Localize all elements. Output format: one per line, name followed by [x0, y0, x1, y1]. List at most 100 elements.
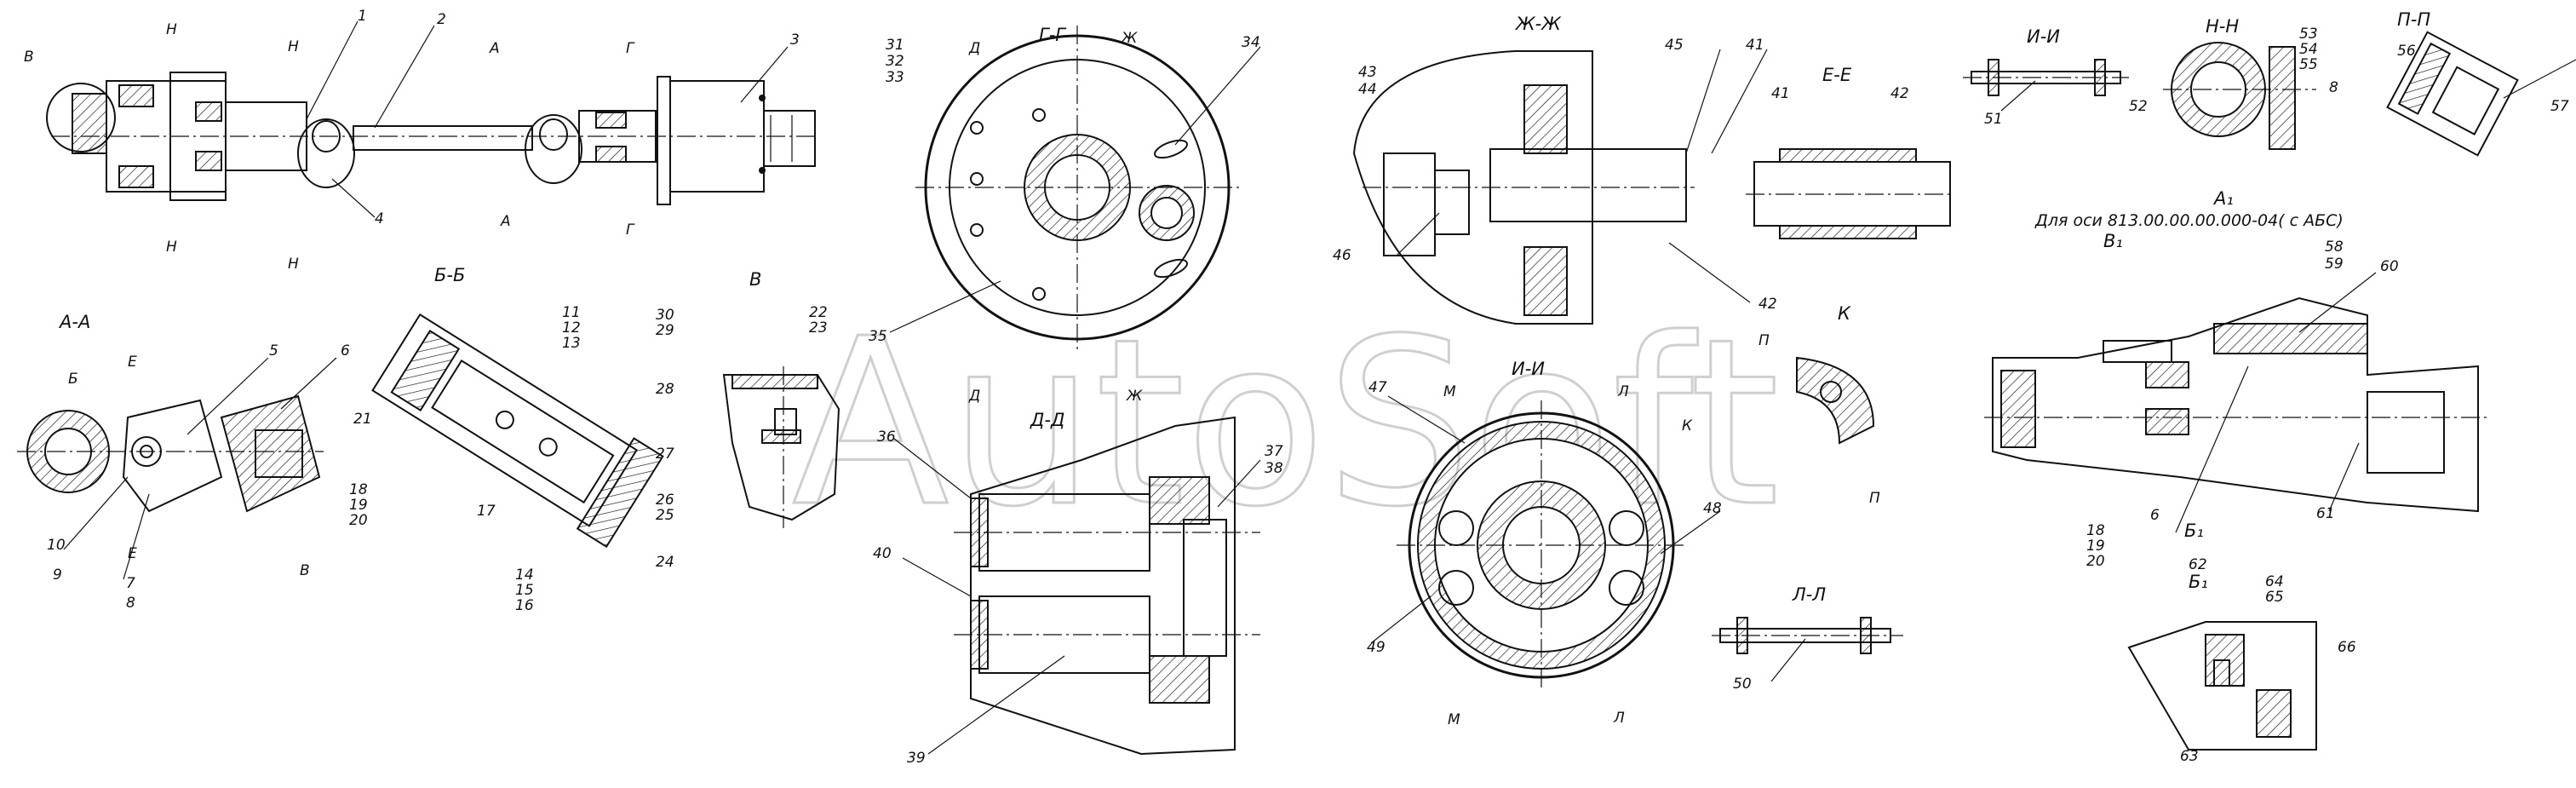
- part-number: 22: [809, 304, 828, 321]
- cut-letter: Ж: [1126, 388, 1143, 405]
- cut-letter: А: [489, 40, 500, 57]
- part-numbers: 1 2 3 4 5 6 7 8 9 10 11 12 13 14 15 16 1…: [47, 8, 2569, 767]
- part-number: 60: [2380, 258, 2399, 275]
- part-number: 15: [515, 582, 534, 599]
- section-b-b: [371, 313, 664, 549]
- part-number: 54: [2299, 41, 2318, 58]
- section-e-e: [1746, 148, 1951, 239]
- cut-letter: Н: [288, 256, 299, 273]
- part-number: 55: [2299, 56, 2318, 73]
- part-number: 65: [2265, 589, 2284, 606]
- cut-letter: Е: [128, 354, 137, 371]
- part-number: 51: [1984, 111, 2003, 128]
- cut-letter: В: [24, 49, 34, 66]
- part-number: 6: [341, 342, 350, 359]
- section-title: И-И: [1512, 359, 1545, 379]
- part-number: 25: [656, 507, 674, 524]
- part-number: 26: [656, 492, 674, 509]
- part-number: 59: [2325, 256, 2344, 273]
- section-title: И-И: [2027, 26, 2060, 47]
- part-number: 11: [562, 304, 581, 321]
- part-number: 40: [873, 545, 892, 562]
- part-number: 30: [656, 307, 674, 324]
- cut-letter: М: [1443, 383, 1456, 400]
- part-number: 8: [2329, 79, 2338, 96]
- part-number: 50: [1733, 676, 1752, 693]
- detail-v: [722, 366, 840, 528]
- part-number: 31: [886, 37, 904, 54]
- cut-letter: Б: [68, 371, 78, 388]
- part-number: 34: [1242, 34, 1260, 51]
- cut-letter: Н: [288, 38, 299, 55]
- part-number: 42: [1890, 85, 1909, 102]
- section-title: К: [1838, 303, 1851, 324]
- cut-letter: Г: [626, 221, 635, 239]
- part-number: 19: [2086, 538, 2105, 555]
- part-number: 41: [1746, 37, 1764, 54]
- section-title: Б₁: [2189, 572, 2208, 592]
- cut-letter: В: [300, 562, 310, 579]
- part-number: 16: [515, 597, 534, 614]
- part-number: 56: [2397, 43, 2416, 60]
- section-title: Б-Б: [434, 265, 465, 285]
- cut-letter: А: [500, 213, 511, 230]
- cut-letter: Г: [626, 40, 635, 57]
- part-number: 3: [790, 32, 800, 49]
- section-l-l: [1712, 617, 1903, 654]
- part-number: 24: [656, 554, 674, 571]
- part-number: 18: [2086, 522, 2105, 539]
- section-title: Г-Г: [1039, 25, 1067, 45]
- part-number: 23: [809, 319, 828, 336]
- detail-k: [1796, 356, 1875, 445]
- part-number: 38: [1265, 460, 1283, 477]
- part-number: 7: [126, 575, 135, 592]
- axis-note: Для оси 813.00.00.00.000-04( с АБС): [2034, 211, 2344, 230]
- part-number: 28: [656, 381, 674, 398]
- part-number: 53: [2299, 26, 2318, 43]
- part-number: 20: [349, 512, 368, 529]
- view-b1: [2127, 621, 2317, 751]
- part-number: 9: [53, 567, 62, 584]
- section-title: В: [749, 269, 761, 290]
- section-g-g: [915, 26, 1239, 349]
- part-number: 6: [2150, 507, 2160, 524]
- cut-letter: Н: [166, 21, 177, 38]
- part-number: 57: [2550, 98, 2569, 115]
- part-number: 2: [437, 11, 446, 28]
- part-number: 62: [2189, 556, 2207, 573]
- section-a-a: [17, 394, 324, 513]
- section-p-p: [2386, 31, 2519, 157]
- section-n-n: [2163, 42, 2316, 150]
- section-title: Ж-Ж: [1514, 14, 1562, 34]
- section-title: Н-Н: [2206, 16, 2239, 37]
- part-number: 66: [2338, 639, 2356, 656]
- part-number: 43: [1358, 64, 1377, 81]
- cut-letter: Е: [128, 545, 137, 562]
- section-title: В₁: [2103, 231, 2123, 251]
- part-number: 19: [349, 497, 368, 514]
- view-a1: [1984, 296, 2487, 513]
- cut-letter: Д: [968, 40, 980, 57]
- section-title: А-А: [58, 312, 90, 332]
- part-number: 21: [353, 411, 372, 428]
- part-number: 4: [375, 210, 384, 227]
- part-number: 8: [126, 595, 135, 612]
- part-number: 18: [349, 481, 368, 498]
- part-number: 41: [1771, 85, 1790, 102]
- part-number: 44: [1358, 81, 1377, 98]
- section-title: П-П: [2397, 9, 2430, 30]
- part-number: 49: [1367, 639, 1386, 656]
- section-title: А₁: [2212, 188, 2234, 209]
- part-number: 52: [2129, 98, 2148, 115]
- part-number: 48: [1703, 500, 1722, 517]
- cut-letters: В Н Н А А Г Г Н Н Е Е Б В Д Ж Д Ж М Л М …: [24, 21, 1880, 728]
- part-number: 5: [269, 342, 278, 359]
- section-titles: А-А Б-Б В Г-Г Д-Д Ж-Ж Е-Е И-И К Л-Л И-И …: [58, 9, 2430, 605]
- part-number: 27: [656, 446, 674, 463]
- axle-main-view: [46, 72, 818, 205]
- part-number: 61: [2316, 505, 2335, 522]
- part-number: 45: [1665, 37, 1684, 54]
- part-number: 46: [1333, 247, 1351, 264]
- part-number: 47: [1368, 379, 1387, 396]
- part-number: 14: [515, 567, 534, 584]
